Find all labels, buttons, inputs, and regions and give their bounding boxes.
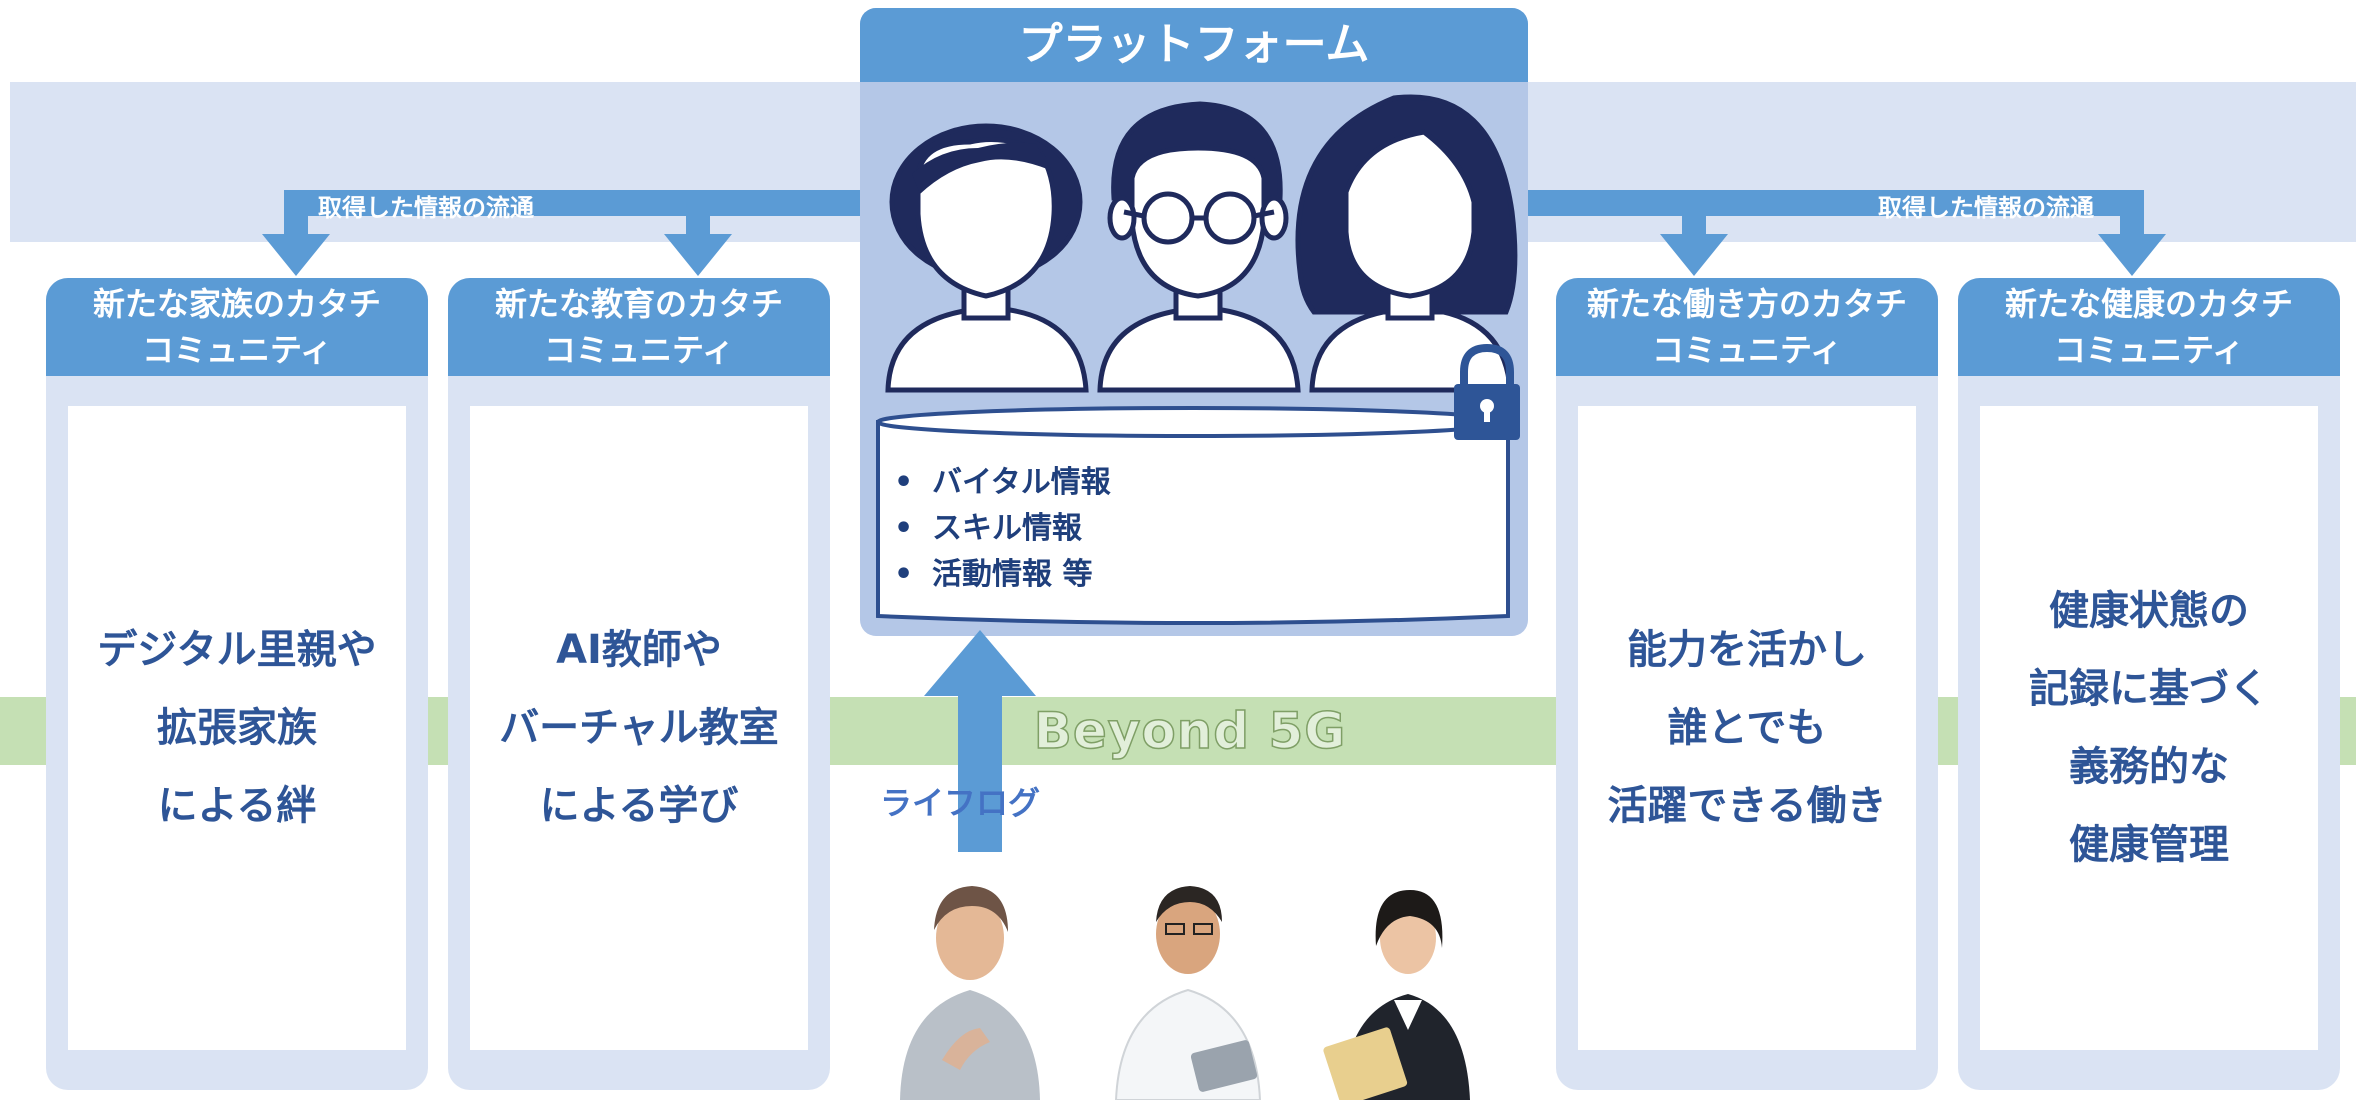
info-item: 活動情報 等 <box>888 552 1188 598</box>
community-card-education: 新たな教育のカタチ コミュニティ AI教師や バーチャル教室 による学び <box>448 278 830 1090</box>
card-title-line: 新たな健康のカタチ <box>2004 285 2293 323</box>
lock-icon <box>1454 343 1520 440</box>
card-body: 能力を活かし 誰とでも 活躍できる働き <box>1578 406 1916 1050</box>
card-title-line: コミュニティ <box>2053 331 2245 369</box>
card-title-line: コミュニティ <box>1651 331 1843 369</box>
arrow-down-icon <box>2098 190 2166 276</box>
beyond-5g-label: Beyond 5G <box>1033 701 1347 761</box>
platform-info-list: バイタル情報 スキル情報 活動情報 等 <box>888 460 1188 598</box>
card-body-line: 拡張家族 <box>157 705 317 751</box>
community-card-work: 新たな働き方のカタチ コミュニティ 能力を活かし 誰とでも 活躍できる働き <box>1556 278 1938 1090</box>
card-title-line: コミュニティ <box>543 331 735 369</box>
flow-arrows <box>262 190 2166 276</box>
card-title-line: 新たな家族のカタチ <box>92 285 381 323</box>
card-title: 新たな働き方のカタチ コミュニティ <box>1556 278 1938 376</box>
card-title: 新たな教育のカタチ コミュニティ <box>448 278 830 376</box>
community-card-family: 新たな家族のカタチ コミュニティ デジタル里親や 拡張家族 による絆 <box>46 278 428 1090</box>
card-title-line: 新たな教育のカタチ <box>494 285 783 323</box>
card-body-line: 義務的な <box>2069 744 2229 790</box>
person-photo <box>1323 890 1470 1100</box>
card-title-line: 新たな働き方のカタチ <box>1586 285 1907 323</box>
card-title: 新たな家族のカタチ コミュニティ <box>46 278 428 376</box>
person-short-hair-icon <box>885 123 1089 393</box>
card-body-line: による学び <box>539 783 739 829</box>
person-glasses-icon <box>1097 101 1301 393</box>
arrow-up-icon <box>924 630 1036 852</box>
card-title-line: コミュニティ <box>141 331 333 369</box>
card-body-line: による絆 <box>157 783 317 829</box>
card-body-line: AI教師や <box>556 627 722 673</box>
card-body-line: 活躍できる働き <box>1607 783 1887 829</box>
person-photo <box>900 886 1040 1100</box>
info-item: スキル情報 <box>888 506 1188 552</box>
person-photo <box>1114 886 1262 1100</box>
community-card-health: 新たな健康のカタチ コミュニティ 健康状態の 記録に基づく 義務的な 健康管理 <box>1958 278 2340 1090</box>
left-flow-bar <box>284 190 864 216</box>
card-body-line: 健康状態の <box>2049 588 2249 634</box>
card-body-line: 健康管理 <box>2069 822 2229 868</box>
right-flow-label: 取得した情報の流通 <box>1878 194 2094 222</box>
arrow-down-icon <box>1660 190 1728 276</box>
platform-title: プラットフォーム <box>860 8 1528 82</box>
card-body: デジタル里親や 拡張家族 による絆 <box>68 406 406 1050</box>
right-flow-bar <box>1526 190 2144 216</box>
arrow-down-icon <box>262 190 330 276</box>
left-flow-label: 取得した情報の流通 <box>318 194 534 222</box>
card-body: 健康状態の 記録に基づく 義務的な 健康管理 <box>1980 406 2318 1050</box>
card-title: 新たな健康のカタチ コミュニティ <box>1958 278 2340 376</box>
card-body: AI教師や バーチャル教室 による学び <box>470 406 808 1050</box>
card-body-line: デジタル里親や <box>97 627 377 673</box>
lifelog-label: ライフログ <box>880 784 1041 822</box>
card-body-line: 記録に基づく <box>2029 666 2269 712</box>
card-body-line: バーチャル教室 <box>499 705 779 751</box>
card-body-line: 誰とでも <box>1667 705 1827 751</box>
card-body-line: 能力を活かし <box>1627 627 1867 673</box>
info-item: バイタル情報 <box>888 460 1188 506</box>
arrow-down-icon <box>664 190 732 276</box>
